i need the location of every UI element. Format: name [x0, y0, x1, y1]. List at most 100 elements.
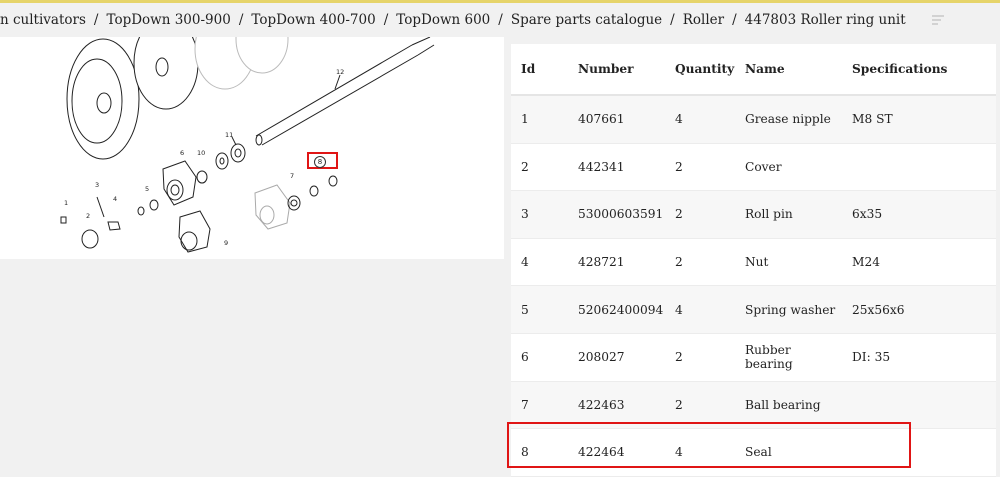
exploded-parts-diagram[interactable]: 1 2 3 4 5 6 7 9 10 11 12	[0, 37, 504, 259]
breadcrumb-item-topdown-600[interactable]: TopDown 600	[396, 12, 491, 28]
breadcrumb-item-current: 447803 Roller ring unit	[744, 12, 906, 28]
cell-id: 2	[511, 143, 568, 192]
cell-spec: DI: 35	[842, 333, 996, 382]
cell-id: 8	[511, 428, 568, 477]
parts-table: Id Number Quantity Name Specifications 1…	[511, 44, 996, 477]
cell-quantity: 2	[665, 190, 735, 239]
breadcrumb-item-cultivators[interactable]: n cultivators	[0, 12, 86, 28]
cell-id: 1	[511, 95, 568, 144]
shaft-bottom-edge	[261, 54, 419, 146]
cell-quantity: 4	[665, 95, 735, 144]
cell-name: Ball bearing	[735, 381, 842, 430]
cell-number: 407661	[568, 95, 665, 144]
cell-name: Rubber bearing	[735, 333, 842, 382]
callout-8[interactable]: 8	[314, 156, 326, 168]
header-name[interactable]: Name	[735, 44, 842, 96]
cell-name: Grease nipple	[735, 95, 842, 144]
table-row[interactable]: 5 52062400094 4 Spring washer 25x56x6	[511, 285, 996, 334]
part-5	[149, 199, 159, 211]
callout-2: 2	[86, 212, 90, 220]
callout-9: 9	[224, 239, 228, 247]
leader-11	[231, 136, 237, 146]
cell-spec: 25x56x6	[842, 285, 996, 334]
roll-pin-3	[96, 196, 105, 218]
table-row-selected[interactable]: 8 422464 4 Seal	[511, 428, 996, 477]
ball-bearing-7	[287, 195, 301, 211]
breadcrumb-separator: /	[498, 12, 503, 28]
callout-7: 7	[290, 172, 294, 180]
housing-9	[178, 210, 211, 253]
cell-number: 422463	[568, 381, 665, 430]
cell-name: Cover	[735, 143, 842, 192]
cell-quantity: 4	[665, 285, 735, 334]
ring-disc-inner	[71, 58, 123, 144]
table-row[interactable]: 3 53000603591 2 Roll pin 6x35	[511, 190, 996, 239]
highlighted-callout-box	[307, 152, 338, 169]
breadcrumb-separator: /	[670, 12, 675, 28]
cell-id: 4	[511, 238, 568, 287]
callout-11: 11	[225, 131, 233, 139]
cell-spec	[842, 381, 996, 430]
ring-disc-hub	[96, 92, 112, 114]
header-number[interactable]: Number	[568, 44, 665, 96]
table-row[interactable]: 6 208027 2 Rubber bearing DI: 35	[511, 333, 996, 382]
housing-faded-ring	[259, 205, 275, 225]
cell-id: 7	[511, 381, 568, 430]
breadcrumb-item-topdown-400-700[interactable]: TopDown 400-700	[251, 12, 376, 28]
breadcrumb-item-topdown-300-900[interactable]: TopDown 300-900	[106, 12, 231, 28]
callout-6: 6	[180, 149, 184, 157]
grease-nipple-1	[60, 216, 67, 224]
breadcrumb-separator: /	[732, 12, 737, 28]
table-row[interactable]: 4 428721 2 Nut M24	[511, 238, 996, 287]
nut-4	[107, 221, 121, 231]
ring-disc-4	[235, 37, 289, 74]
cell-number: 428721	[568, 238, 665, 287]
breadcrumb-separator: /	[238, 12, 244, 28]
cover-2	[81, 229, 99, 249]
housing-faded	[254, 184, 291, 230]
part-10	[196, 170, 208, 184]
washer-11a	[230, 143, 246, 163]
seal-8a	[309, 185, 319, 197]
housing-9-ring	[180, 231, 198, 251]
breadcrumb-separator: /	[93, 12, 99, 28]
cell-quantity: 2	[665, 143, 735, 192]
breadcrumb-item-roller[interactable]: Roller	[682, 12, 725, 28]
top-accent-line	[0, 0, 1000, 3]
cell-id: 3	[511, 190, 568, 239]
cell-name: Spring washer	[735, 285, 842, 334]
bearing-6-ring	[166, 179, 184, 201]
shaft-top-edge	[255, 44, 413, 137]
table-row[interactable]: 7 422463 2 Ball bearing	[511, 381, 996, 430]
callout-5: 5	[145, 185, 149, 193]
seal-8b	[328, 175, 338, 187]
cell-spec: 6x35	[842, 190, 996, 239]
parts-table-panel: Id Number Quantity Name Specifications 1…	[511, 44, 996, 477]
shaft-end	[255, 134, 263, 146]
cell-quantity: 2	[665, 381, 735, 430]
list-icon[interactable]	[931, 14, 944, 26]
cell-name: Seal	[735, 428, 842, 477]
table-header-row: Id Number Quantity Name Specifications	[511, 44, 996, 96]
header-specifications[interactable]: Specifications	[842, 44, 996, 96]
cell-id: 5	[511, 285, 568, 334]
callout-10: 10	[197, 149, 205, 157]
callout-4: 4	[113, 195, 117, 203]
header-quantity[interactable]: Quantity	[665, 44, 735, 96]
cell-name: Nut	[735, 238, 842, 287]
breadcrumb-item-spare-parts[interactable]: Spare parts catalogue	[510, 12, 663, 28]
cell-number: 442341	[568, 143, 665, 192]
ring-disc-2-hub	[155, 57, 169, 77]
cell-number: 208027	[568, 333, 665, 382]
shaft-tip-top	[411, 37, 431, 46]
part-5b	[137, 206, 145, 216]
header-id[interactable]: Id	[511, 44, 568, 96]
breadcrumb-separator: /	[383, 12, 389, 28]
table-row[interactable]: 1 407661 4 Grease nipple M8 ST	[511, 95, 996, 144]
cell-spec: M8 ST	[842, 95, 996, 144]
table-row[interactable]: 2 442341 2 Cover	[511, 143, 996, 192]
cell-number: 422464	[568, 428, 665, 477]
cell-spec: M24	[842, 238, 996, 287]
cell-number: 53000603591	[568, 190, 665, 239]
cell-spec	[842, 428, 996, 477]
